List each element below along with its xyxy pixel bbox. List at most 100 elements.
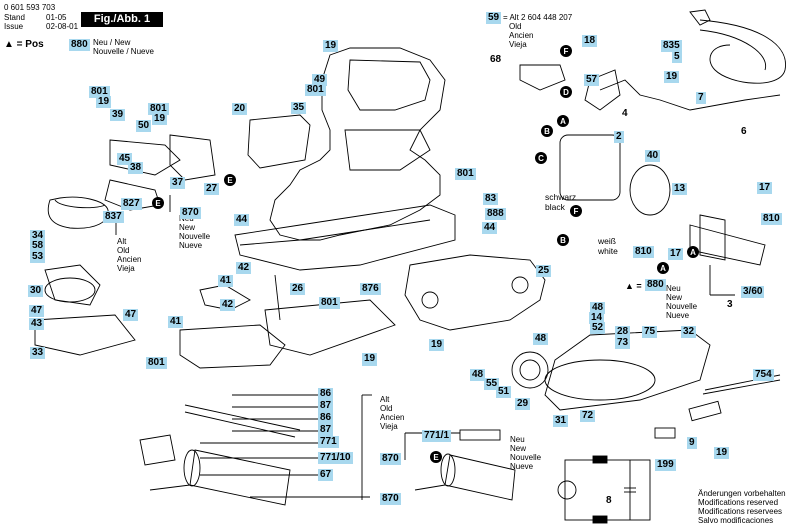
part-label: 48 xyxy=(470,369,486,381)
pos-new-line-1: Neu / New xyxy=(93,38,131,47)
part-label: 44 xyxy=(234,214,250,226)
circle-d-1 xyxy=(560,86,572,98)
part-label: 72 xyxy=(580,410,596,422)
part-label: 26 xyxy=(290,283,306,295)
wire-white: white xyxy=(598,246,618,256)
pos-new-line-2: Nouvelle / Nueve xyxy=(93,47,154,56)
handle-housing xyxy=(269,47,446,241)
armature xyxy=(689,224,766,266)
circle-b-2 xyxy=(557,234,569,246)
part-label: 48 xyxy=(533,333,549,345)
doc-number: 0 601 593 703 xyxy=(4,3,56,12)
circle-letter-d: D xyxy=(563,88,569,97)
pos-marker: ▲ = Pos xyxy=(4,39,44,50)
part-label: 827 xyxy=(121,198,142,210)
part-label: 28 xyxy=(615,326,631,338)
circle-letter-b-2: B xyxy=(560,236,566,245)
neu-list-2-line-4: Nueve xyxy=(666,311,690,320)
part-label: 86 xyxy=(318,388,334,400)
part-label: 9 xyxy=(687,437,697,449)
stand-label: Stand xyxy=(4,13,25,22)
alt-note-text: = Alt 2 604 448 207 xyxy=(503,13,573,22)
alt-list-1-line-3: Ancien xyxy=(117,255,142,264)
circle-c-1 xyxy=(535,152,547,164)
circle-letter-a-1: A xyxy=(560,117,566,126)
part-label: 771/1 xyxy=(422,430,452,442)
stator xyxy=(559,134,621,201)
part-label: 13 xyxy=(672,183,688,195)
part-label: 27 xyxy=(204,183,220,195)
part-label: 870 xyxy=(380,453,401,465)
figure-title: Fig./Abb. 1 xyxy=(81,12,163,27)
alt-list-2-line-4: Vieja xyxy=(380,422,398,431)
part-label: 51 xyxy=(496,386,512,398)
wire-weiss: weiß xyxy=(598,236,616,246)
part-label: 6 xyxy=(741,126,747,137)
part-label: 40 xyxy=(645,150,661,162)
part-label: 870 xyxy=(180,207,201,219)
base-plate xyxy=(234,204,456,271)
alt-list-2-line-2: Old xyxy=(380,404,393,413)
blade-drum xyxy=(189,449,291,506)
part-label: 801 xyxy=(305,84,326,96)
circle-e-3 xyxy=(430,451,442,463)
part-label: 75 xyxy=(642,326,658,338)
drive-belt xyxy=(544,359,656,401)
neu-list-3-line-2: New xyxy=(510,444,527,453)
part-label: 18 xyxy=(582,35,598,47)
alt-note-line-2: Ancien xyxy=(509,31,534,40)
alt-list-2-line-3: Ancien xyxy=(380,413,405,422)
circle-b-1 xyxy=(541,125,553,137)
part-label: 19 xyxy=(323,40,339,52)
part-label: 17 xyxy=(757,182,773,194)
issue-label: Issue xyxy=(4,22,24,31)
part-label: 55 xyxy=(484,378,500,390)
part-label: 73 xyxy=(615,337,631,349)
neu-list-2-line-1: Neu xyxy=(666,284,681,293)
alt-note-line-1: Old xyxy=(509,22,522,31)
part-label: 43 xyxy=(29,318,45,330)
circle-letter-b-1: B xyxy=(544,127,550,136)
switch-box xyxy=(247,114,311,169)
part-label: 876 xyxy=(360,283,381,295)
part-label: 83 xyxy=(483,193,499,205)
part-label: 47 xyxy=(123,309,139,321)
part-label: 888 xyxy=(485,208,506,220)
part-label: 25 xyxy=(536,265,552,277)
circle-letter-e-3: E xyxy=(433,453,439,462)
part-label: 19 xyxy=(429,339,445,351)
circle-a-1 xyxy=(557,115,569,127)
part-label: 42 xyxy=(236,262,252,274)
circle-letter-f-1: F xyxy=(564,47,569,56)
part-label: 41 xyxy=(168,316,184,328)
part-label: 17 xyxy=(668,248,684,260)
part-label: 53 xyxy=(30,251,46,263)
circle-a-3 xyxy=(687,246,699,258)
neu-list-1-line-4: Nueve xyxy=(179,241,203,250)
part-label: 68 xyxy=(490,54,502,65)
part-label: 33 xyxy=(30,347,46,359)
part-label: 19 xyxy=(362,353,378,365)
alt-list-1-line-4: Vieja xyxy=(117,264,135,273)
part-label: 37 xyxy=(170,177,186,189)
part-label: 199 xyxy=(655,459,676,471)
part-label: 31 xyxy=(553,415,569,427)
part-label: 870 xyxy=(380,493,401,505)
part-label: 801 xyxy=(319,297,340,309)
part-label: 801 xyxy=(455,168,476,180)
part-label: 87 xyxy=(318,424,334,436)
part-label: 50 xyxy=(136,120,152,132)
part-label: 835 xyxy=(661,40,682,52)
part-label: 86 xyxy=(318,412,334,424)
footer-line-2: Modifications reserved xyxy=(698,498,779,507)
part-label: 19 xyxy=(714,447,730,459)
part-label: 38 xyxy=(128,162,144,174)
part-label: 41 xyxy=(218,275,234,287)
circle-a-2 xyxy=(657,262,669,274)
part-label: 880 xyxy=(645,279,666,291)
part-label: 801 xyxy=(148,103,169,115)
alt-list-1-line-2: Old xyxy=(117,246,130,255)
part-label: 5 xyxy=(672,51,682,63)
pos-marker-2-triangle: ▲ = xyxy=(625,281,642,291)
part-label: 14 xyxy=(589,312,605,324)
